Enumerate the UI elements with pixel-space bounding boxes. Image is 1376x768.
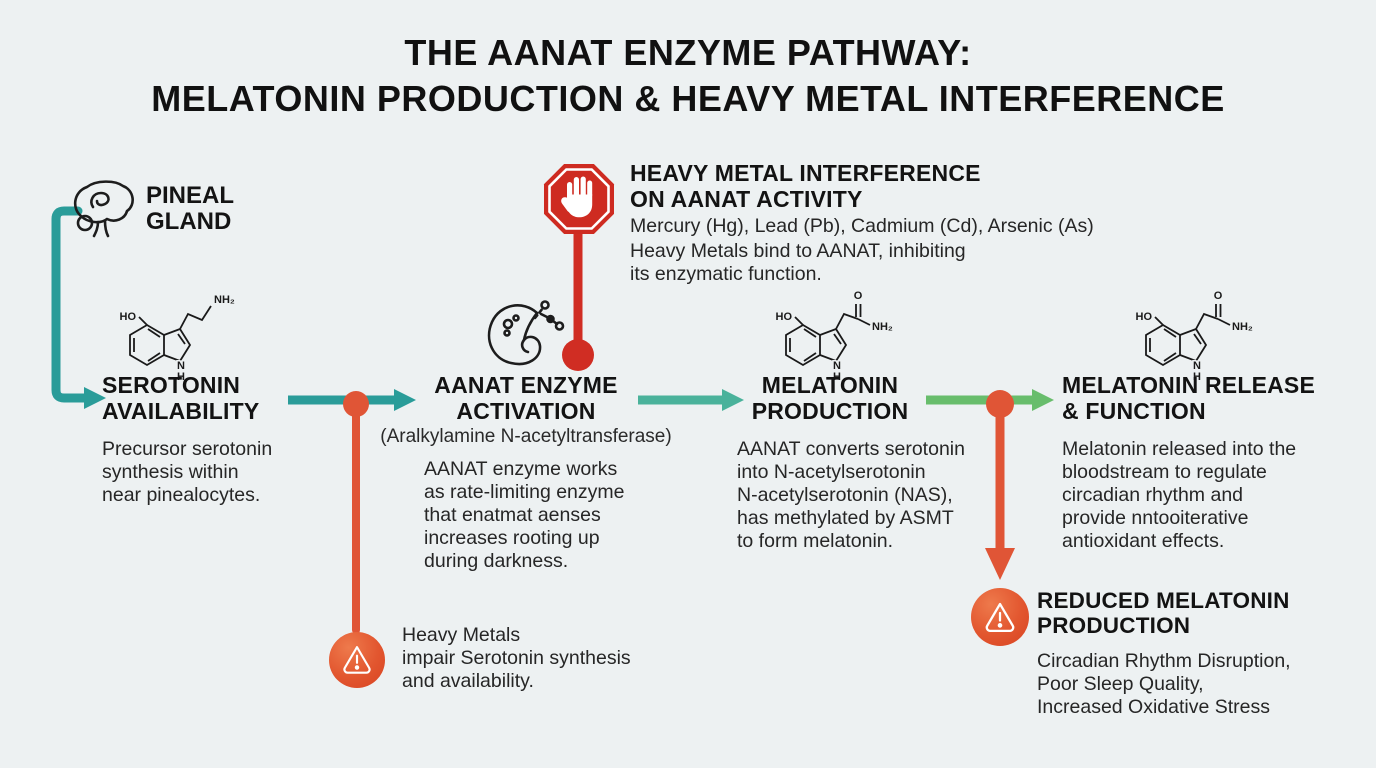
page-title: THE AANAT ENZYME PATHWAY: MELATONIN PROD…: [151, 32, 1225, 120]
melatonin-production-title: MELATONIN PRODUCTION: [751, 372, 909, 424]
aanat-body: AANAT enzyme works as rate-limiting enzy…: [424, 458, 625, 572]
heavy-metal-title: HEAVY METAL INTERFERENCE ON AANAT ACTIVI…: [630, 160, 981, 212]
ho-label: HO: [1136, 311, 1153, 323]
ho-label: HO: [776, 311, 793, 323]
reduced-melatonin-title: REDUCED MELATONIN PRODUCTION: [1037, 588, 1290, 639]
pineal-gland-label: PINEAL GLAND: [146, 182, 235, 235]
melatonin-release-body: Melatonin released into the bloodstream …: [1062, 438, 1297, 552]
o-label: O: [854, 290, 863, 302]
h-label: H: [833, 371, 841, 381]
serotonin-warning-body: Heavy Metals impair Serotonin synthesis …: [402, 624, 631, 692]
serotonin-availability-body: Precursor serotonin synthesis within nea…: [102, 438, 273, 506]
melatonin-production-body: AANAT converts serotonin into N-acetylse…: [737, 438, 965, 552]
warning-triangle-icon: [343, 646, 371, 674]
melatonin-release-title: MELATONIN RELEASE & FUNCTION: [1062, 372, 1316, 424]
serotonin-warning-badge: [329, 632, 385, 688]
n-label: N: [1193, 360, 1201, 372]
arrow-serotonin-to-aanat: [288, 389, 416, 411]
stop-sign-drop-line: [562, 223, 594, 371]
aanat-subtitle: (Aralkylamine N-acetyltransferase): [380, 426, 672, 447]
aanat-activation-title: AANAT ENZYME ACTIVATION: [434, 372, 618, 424]
bracket-arrowhead: [84, 387, 106, 409]
warning-triangle-icon: [985, 602, 1015, 632]
arrow-production-to-release: [926, 389, 1054, 411]
h-label: H: [1193, 371, 1201, 381]
o-label: O: [1214, 290, 1223, 302]
brain-icon: [73, 180, 134, 238]
h-label: H: [177, 371, 185, 381]
reduced-melatonin-body: Circadian Rhythm Disruption, Poor Sleep …: [1037, 650, 1291, 718]
serotonin-molecule: HO N H NH₂: [118, 293, 236, 382]
stop-hand-icon: [544, 164, 614, 234]
arrow-production-to-reduced: [985, 390, 1015, 580]
pineal-to-serotonin-bracket-arrow: [51, 206, 89, 403]
enzyme-icon: [487, 300, 565, 366]
heavy-metal-body: Heavy Metals bind to AANAT, inhibiting i…: [630, 240, 966, 285]
heavy-metal-metals: Mercury (Hg), Lead (Pb), Cadmium (Cd), A…: [630, 215, 1094, 237]
nh2-label: NH₂: [872, 321, 893, 333]
ho-label: HO: [120, 311, 137, 323]
n-label: N: [177, 360, 185, 372]
arrow-aanat-to-production: [638, 389, 744, 411]
melatonin-release-molecule: HO N H O NH₂: [1134, 289, 1254, 382]
nh2-label: NH₂: [214, 294, 235, 306]
reduced-melatonin-badge: [971, 588, 1029, 646]
n-label: N: [833, 360, 841, 372]
serotonin-availability-title: SEROTONIN AVAILABILITY: [102, 372, 260, 424]
melatonin-production-molecule: HO N H O NH₂: [774, 289, 894, 382]
nh2-label: NH₂: [1232, 321, 1253, 333]
heavy-metal-drop-line-serotonin: [343, 391, 369, 634]
